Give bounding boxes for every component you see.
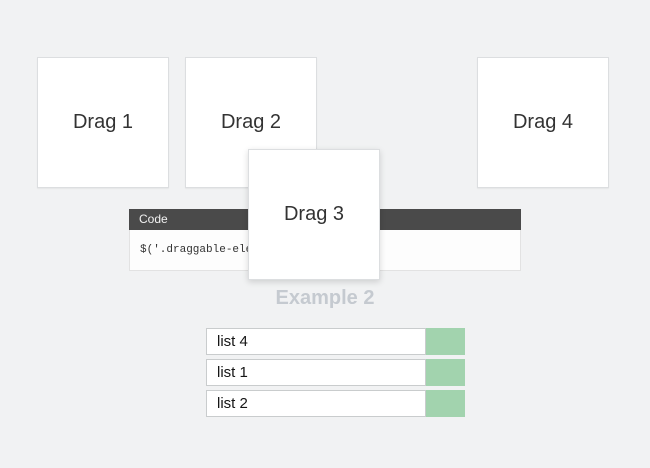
draggable-box-4-label: Drag 4 <box>512 111 574 133</box>
drag-handle[interactable] <box>426 359 465 386</box>
list-item[interactable]: list 1 <box>206 359 465 386</box>
list-item-label: list 4 <box>206 328 426 355</box>
draggable-box-1[interactable]: Drag 1 <box>37 57 169 188</box>
draggable-box-4[interactable]: Drag 4 <box>477 57 609 188</box>
drag-handle[interactable] <box>426 328 465 355</box>
drag-handle[interactable] <box>426 390 465 417</box>
sortable-list: list 4 list 1 list 2 <box>206 328 465 421</box>
draggable-box-2-label: Drag 2 <box>220 111 282 133</box>
list-item[interactable]: list 2 <box>206 390 465 417</box>
list-item-label: list 2 <box>206 390 426 417</box>
list-item[interactable]: list 4 <box>206 328 465 355</box>
draggable-box-1-label: Drag 1 <box>72 111 134 133</box>
draggable-box-3[interactable]: Drag 3 <box>248 149 380 280</box>
list-item-label: list 1 <box>206 359 426 386</box>
example-2-heading: Example 2 <box>275 287 375 309</box>
draggable-box-3-label: Drag 3 <box>283 203 345 225</box>
